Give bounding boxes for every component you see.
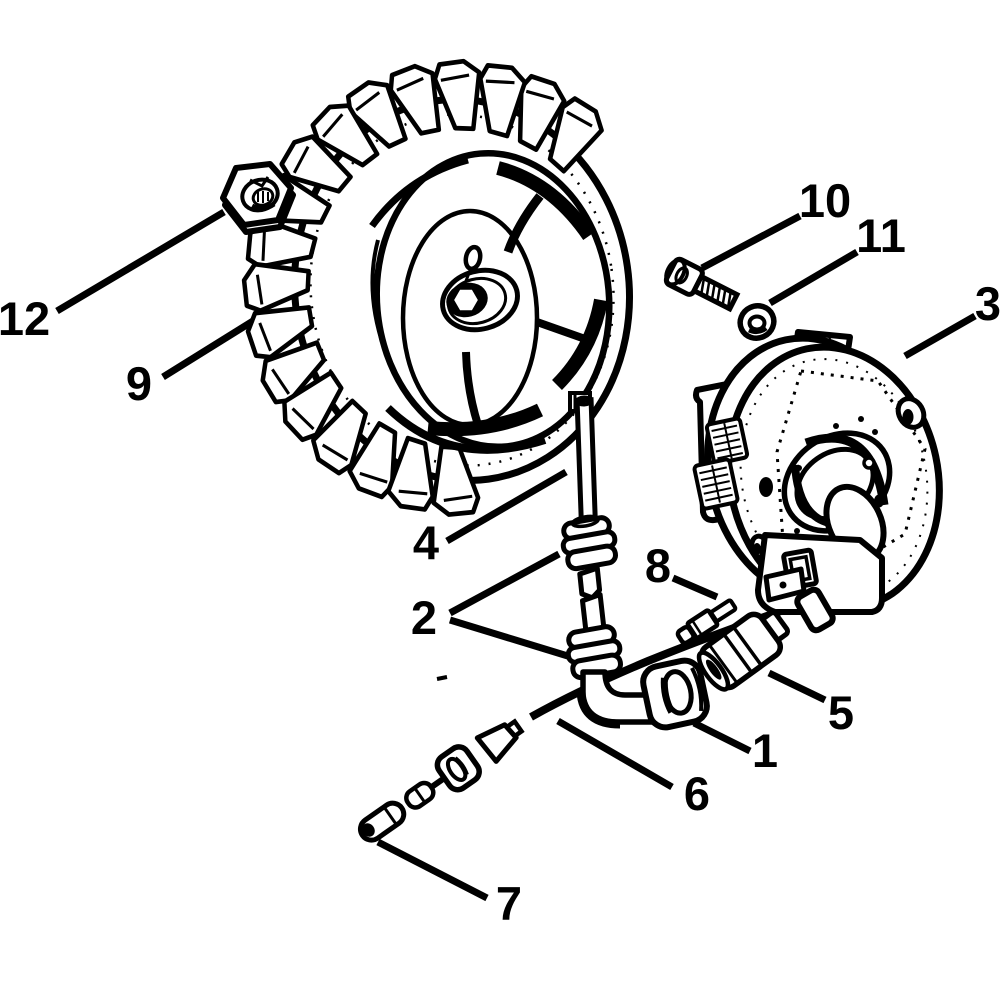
face-left-arc — [370, 239, 394, 369]
boot-opening-hole — [705, 659, 722, 680]
callout-7: 7 — [496, 877, 522, 930]
dot-4 — [796, 465, 802, 471]
callout-10: 10 — [799, 174, 851, 227]
spade-terminal — [675, 598, 738, 646]
end-connector-hole — [362, 823, 375, 837]
leader-line-2b — [448, 616, 573, 661]
leader-line-1 — [692, 719, 752, 755]
leader-line-6 — [556, 717, 674, 791]
module-face-dashed — [775, 369, 927, 577]
spoke-shadow-top — [496, 161, 595, 240]
callout-3: 3 — [975, 277, 1000, 330]
strain-relief — [794, 586, 836, 634]
leader-line-9 — [161, 318, 255, 380]
callout-labels: 1 2 3 4 5 6 7 8 9 10 11 12 — [0, 174, 1000, 930]
terminal-notch — [709, 611, 719, 623]
leader-line-2a — [448, 550, 561, 617]
callout-12: 12 — [0, 292, 50, 345]
callout-9: 9 — [126, 357, 152, 410]
end-connector-line — [383, 806, 398, 825]
leader-line-7 — [376, 838, 489, 902]
grommet — [640, 657, 710, 731]
boot-band-1 — [731, 625, 763, 667]
hub-hex-bore — [451, 287, 481, 313]
center-hole-shade-top — [804, 433, 889, 506]
nut-threads — [257, 191, 269, 203]
nut-hole-shade — [250, 201, 276, 212]
leader-line-10 — [700, 212, 802, 272]
boot-band-3 — [708, 644, 738, 684]
coil-lamination-lower — [692, 457, 740, 511]
callout-6: 6 — [684, 767, 710, 820]
dot-3 — [872, 429, 878, 435]
shaft — [574, 395, 598, 527]
flywheel — [243, 60, 633, 516]
terminal-rib — [691, 619, 703, 636]
end-connector — [357, 800, 407, 843]
ferrule-shade — [453, 756, 469, 776]
spoke-branch-right — [535, 318, 590, 344]
callout-1: 1 — [752, 724, 778, 777]
coil-lamination-upper — [704, 416, 750, 466]
washer — [737, 303, 777, 341]
face-bottom-shadow — [385, 405, 547, 454]
elbow-shadow — [576, 691, 621, 729]
washer-shade — [747, 325, 768, 335]
cable-end-fittings — [357, 718, 525, 843]
hex-nut — [220, 161, 296, 235]
tick-mark — [436, 675, 448, 681]
mount-hole-top-shade — [902, 409, 914, 425]
leader-line-4 — [445, 468, 568, 545]
leader-line-8 — [671, 574, 719, 601]
callout-8: 8 — [645, 539, 671, 592]
dot-5 — [794, 528, 800, 534]
sleeve-line — [413, 787, 427, 804]
screw-socket — [674, 266, 689, 285]
spoke-shadow-right — [551, 298, 608, 390]
spade-tab-hole — [779, 581, 787, 589]
cone-fitting — [474, 722, 519, 764]
callout-11: 11 — [856, 209, 906, 262]
hole-left — [759, 477, 773, 497]
shaft-assembly — [560, 395, 710, 731]
spark-plug-boot — [696, 610, 791, 692]
leader-line-3 — [903, 312, 977, 360]
spoke-branch-bottom — [462, 351, 482, 427]
rim-inner-shadow — [369, 156, 469, 229]
ignition-module — [692, 329, 943, 634]
hole-ring-small — [862, 456, 876, 470]
leader-lines — [55, 208, 977, 902]
callout-5: 5 — [828, 686, 854, 739]
dot-2 — [858, 416, 864, 422]
bushing-upper — [560, 514, 618, 572]
leader-line-5 — [767, 669, 827, 704]
keyway-stem — [464, 268, 473, 282]
screw — [663, 256, 741, 313]
dot-1 — [833, 423, 839, 429]
keyway-hole — [463, 244, 483, 272]
mount-hole-bottom-shade — [753, 543, 761, 555]
screw-threads — [699, 277, 732, 309]
callout-2: 2 — [411, 591, 437, 644]
screw-head-face — [664, 258, 687, 287]
boot-band-2 — [722, 632, 754, 674]
nut-facet — [249, 176, 270, 188]
leader-line-12 — [55, 208, 226, 315]
callout-4: 4 — [413, 516, 439, 569]
spoke-shadow-bottom — [427, 403, 544, 437]
leader-line-11 — [768, 248, 859, 307]
spoke-branch-top — [503, 193, 544, 254]
bushing-lower — [565, 624, 623, 681]
